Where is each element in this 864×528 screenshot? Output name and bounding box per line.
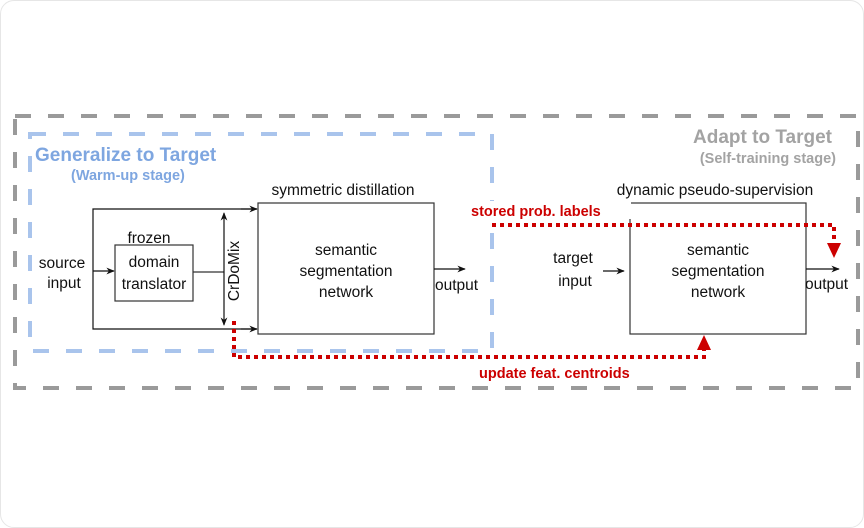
- source-input-label-1: source: [39, 255, 86, 272]
- source-input-label-2: input: [47, 275, 81, 292]
- stored-labels-text: stored prob. labels: [471, 204, 601, 220]
- update-centroids-path: [232, 321, 706, 359]
- warmup-frame: [28, 132, 494, 353]
- warmup-title: Generalize to Target: [35, 145, 217, 166]
- stored-labels-bg: [469, 201, 631, 219]
- symmetric-distillation-label: symmetric distillation: [272, 182, 415, 199]
- selftraining-subtitle: (Self-training stage): [700, 151, 836, 167]
- update-centroids-text: update feat. centroids: [479, 366, 630, 382]
- target-input-label-1: target: [553, 250, 593, 267]
- dynamic-pseudo-supervision-label: dynamic pseudo-supervision: [617, 182, 813, 199]
- stored-labels-path: [492, 223, 836, 241]
- source-network-label-1: semantic: [315, 242, 377, 259]
- translator-label-2: translator: [122, 276, 187, 293]
- target-output-label: output: [805, 276, 849, 293]
- target-network-label-1: semantic: [687, 242, 749, 259]
- source-split-line: [92, 208, 257, 330]
- target-network-label-2: segmentation: [671, 263, 764, 280]
- domain-translator-box: [114, 244, 194, 302]
- update-centroids-arrowhead: [697, 335, 711, 350]
- target-input-label-2: input: [558, 273, 592, 290]
- update-centroids-bg: [477, 363, 663, 381]
- source-segmentation-network: [257, 202, 435, 335]
- source-network-label-3: network: [319, 284, 374, 301]
- source-output-label: output: [435, 277, 479, 294]
- warmup-subtitle: (Warm-up stage): [71, 168, 185, 184]
- self-training-frame: [13, 114, 860, 390]
- crdomix-label: CrDoMix: [226, 241, 243, 302]
- source-network-label-2: segmentation: [299, 263, 392, 280]
- selftraining-title: Adapt to Target: [693, 127, 833, 148]
- translator-label-1: domain: [129, 254, 180, 271]
- target-network-label-3: network: [691, 284, 746, 301]
- stored-labels-arrowhead: [827, 243, 841, 258]
- frozen-label: frozen: [127, 230, 170, 247]
